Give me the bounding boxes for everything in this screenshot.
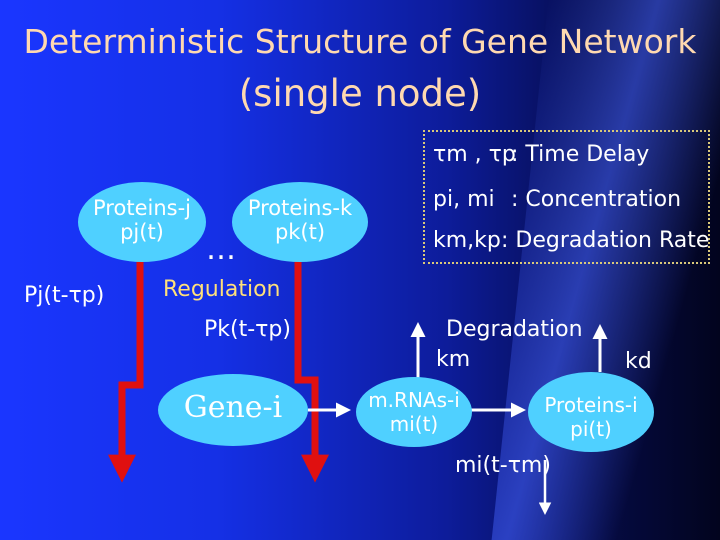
legend-delay-desc: : Time Delay	[511, 142, 650, 167]
proteins-j-var: pj(t)	[120, 220, 164, 244]
pk-delay-label: Pk(t-τp)	[204, 317, 291, 342]
legend-deg-desc: : Degradation Rate	[501, 228, 710, 253]
arrow-pk-to-gene	[294, 258, 329, 483]
legend-delay-symbols: τm , τp	[433, 142, 516, 167]
proteins-j-name: Proteins-j	[93, 196, 191, 220]
title-line-2: (single node)	[238, 72, 482, 115]
node-proteins-i	[528, 372, 654, 452]
legend-conc-symbols: pi, mi	[433, 187, 495, 212]
mi-delay-label: mi(t-τm)	[455, 453, 551, 478]
pj-delay-label: Pj(t-τp)	[24, 283, 105, 308]
legend-deg-symbols: km,kp	[433, 228, 501, 253]
arrow-pj-to-gene	[108, 258, 144, 483]
kd-label: kd	[625, 349, 652, 374]
proteins-i-name: Proteins-i	[544, 393, 638, 417]
node-mrna-i	[356, 377, 472, 447]
legend-conc-desc: : Concentration	[511, 187, 682, 212]
mrna-i-name: m.RNAs-i	[368, 388, 460, 412]
title-line-1: Deterministic Structure of Gene Network	[23, 22, 697, 61]
gene-i-name: Gene-i	[183, 390, 283, 425]
regulation-label: Regulation	[163, 277, 281, 302]
degradation-label: Degradation	[446, 317, 583, 342]
km-label: km	[436, 347, 471, 372]
node-proteins-j	[78, 182, 206, 262]
ellipsis-label: …	[206, 232, 236, 267]
proteins-i-var: pi(t)	[570, 417, 612, 441]
legend-box: τm , τp : Time Delay pi, mi : Concentrat…	[423, 130, 710, 264]
node-proteins-k	[232, 182, 368, 262]
node-gene-i	[158, 374, 308, 446]
proteins-k-var: pk(t)	[274, 220, 326, 244]
mrna-i-var: mi(t)	[389, 412, 439, 436]
proteins-k-name: Proteins-k	[247, 196, 353, 220]
